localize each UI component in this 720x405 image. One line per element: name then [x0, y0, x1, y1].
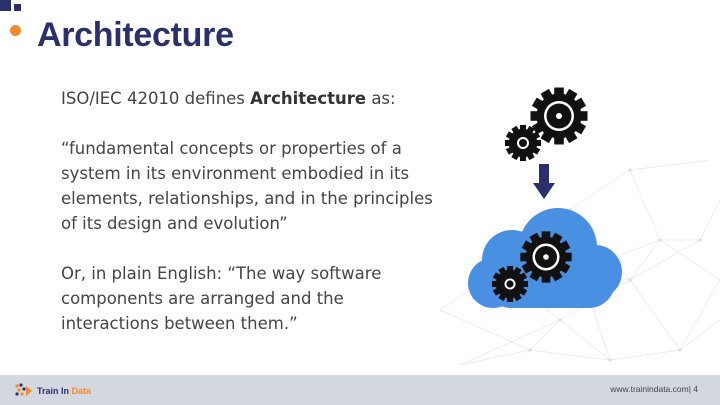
footer-bar: Train In Data www.trainindata.com| 4: [0, 375, 720, 405]
intro-bold: Architecture: [250, 89, 367, 108]
quote-line-2: system in its environment embodied in it…: [61, 164, 410, 183]
quote-line-3: elements, relationships, and in the prin…: [61, 189, 433, 208]
company-logo: Train In Data: [14, 381, 91, 401]
gears-icon: [504, 87, 588, 162]
intro-prefix: ISO/IEC 42010 defines: [61, 89, 251, 108]
slide-title: Architecture: [37, 16, 234, 54]
quote-line-4: of its design and evolution”: [61, 214, 288, 233]
decor-dot-orange: [10, 25, 21, 36]
plain-line-2: components are arranged and the: [61, 289, 344, 308]
logo-mark-icon: [15, 383, 32, 396]
intro-suffix: as:: [366, 89, 396, 108]
logo-text: Train In Data: [37, 386, 91, 396]
decor-square-large: [0, 0, 11, 11]
architecture-illustration: [468, 87, 622, 308]
plain-line-1: Or, in plain English: “The way software: [61, 264, 382, 283]
quote-line-1: “fundamental concepts or properties of a: [61, 139, 402, 158]
logo-text-part1: Train In: [37, 386, 70, 396]
slide-body: ISO/IEC 42010 defines Architecture as: “…: [61, 86, 456, 336]
footer-url-page: www.trainindata.com| 4: [610, 384, 698, 394]
arrow-down-icon: [533, 164, 555, 199]
intro-line: ISO/IEC 42010 defines Architecture as:: [61, 86, 456, 111]
logo-text-part2: Data: [69, 386, 92, 396]
cloud-gears-icon: [491, 231, 572, 303]
plain-line-3: interactions between them.”: [61, 314, 298, 333]
decor-square-small: [14, 4, 21, 11]
